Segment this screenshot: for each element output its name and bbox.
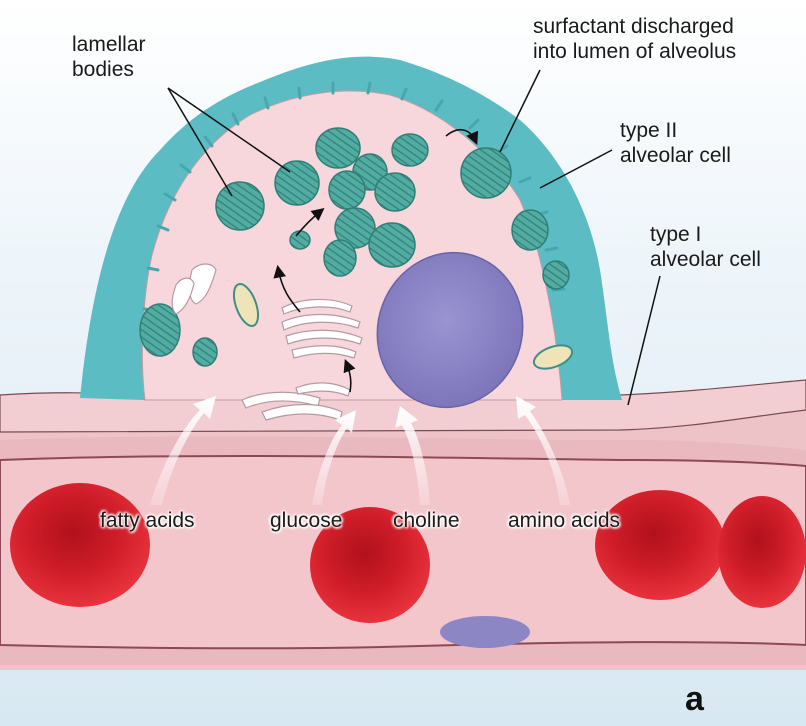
lamellar-body: [392, 134, 428, 166]
lamellar-body: [461, 148, 511, 198]
label-fatty-acids: fatty acids: [100, 508, 195, 533]
label-choline: choline: [393, 508, 460, 533]
lamellar-body: [275, 161, 319, 205]
label-lamellar-bodies: lamellar bodies: [72, 32, 146, 82]
label-type-1-alveolar-cell: type I alveolar cell: [650, 222, 761, 272]
label-surfactant-discharged: surfactant discharged into lumen of alve…: [533, 14, 736, 64]
lamellar-body: [369, 223, 415, 267]
lamellar-body: [316, 128, 360, 168]
lamellar-body: [193, 338, 217, 366]
panel-letter: a: [685, 680, 704, 719]
lamellar-body: [543, 261, 569, 289]
lamellar-body: [512, 210, 548, 250]
lamellar-body: [216, 182, 264, 230]
lamellar-body: [290, 231, 310, 249]
label-type-2-alveolar-cell: type II alveolar cell: [620, 118, 731, 168]
lamellar-body: [329, 171, 365, 209]
label-glucose: glucose: [270, 508, 342, 533]
red-blood-cell: [595, 490, 725, 600]
lamellar-body: [324, 240, 356, 276]
red-blood-cell: [10, 483, 150, 607]
label-amino-acids: amino acids: [508, 508, 620, 533]
lamellar-body: [375, 173, 415, 211]
red-blood-cell: [718, 496, 806, 608]
endothelial-nucleus: [440, 616, 530, 648]
